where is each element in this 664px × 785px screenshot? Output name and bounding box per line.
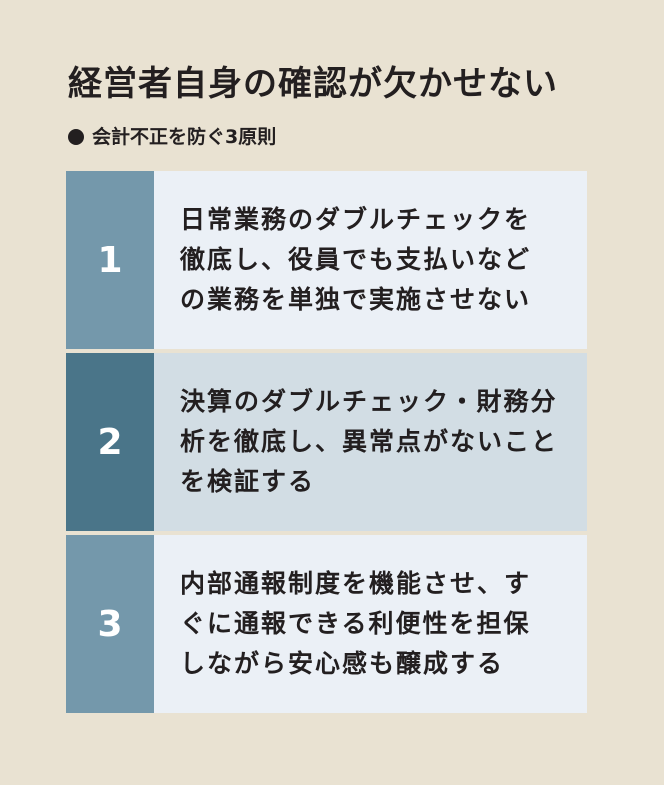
principle-line: ぐに通報できる利便性を担保 — [180, 609, 531, 638]
principle-line: 徹底し、役員でも支払いなど — [180, 245, 532, 274]
bullet-icon — [68, 129, 84, 145]
principle-line: 日常業務のダブルチェックを — [180, 205, 532, 234]
principle-line: 析を徹底し、異常点がないこと — [180, 427, 559, 456]
principle-line: を検証する — [180, 467, 316, 496]
subtitle-text: 会計不正を防ぐ3原則 — [92, 126, 277, 148]
page-title: 経営者自身の確認が欠かせない — [68, 64, 558, 104]
principle-text: 内部通報制度を機能させ、す ぐに通報できる利便性を担保 しながら安心感も醸成する — [154, 535, 587, 713]
principles-list: 1 日常業務のダブルチェックを 徹底し、役員でも支払いなど の業務を単独で実施さ… — [66, 171, 587, 713]
principle-row-2: 2 決算のダブルチェック・財務分 析を徹底し、異常点がないこと を検証する — [66, 353, 587, 531]
principle-line: 決算のダブルチェック・財務分 — [180, 387, 558, 416]
principle-line: 内部通報制度を機能させ、す — [180, 569, 532, 598]
principle-number: 2 — [66, 353, 154, 531]
principle-line: の業務を単独で実施させない — [180, 285, 532, 314]
principle-number: 1 — [66, 171, 154, 349]
principle-line: しながら安心感も醸成する — [180, 649, 505, 678]
principle-text: 決算のダブルチェック・財務分 析を徹底し、異常点がないこと を検証する — [154, 353, 587, 531]
principle-number: 3 — [66, 535, 154, 713]
principle-text: 日常業務のダブルチェックを 徹底し、役員でも支払いなど の業務を単独で実施させな… — [154, 171, 587, 349]
subtitle: 会計不正を防ぐ3原則 — [68, 124, 276, 150]
principle-row-3: 3 内部通報制度を機能させ、す ぐに通報できる利便性を担保 しながら安心感も醸成… — [66, 535, 587, 713]
principle-row-1: 1 日常業務のダブルチェックを 徹底し、役員でも支払いなど の業務を単独で実施さ… — [66, 171, 587, 349]
